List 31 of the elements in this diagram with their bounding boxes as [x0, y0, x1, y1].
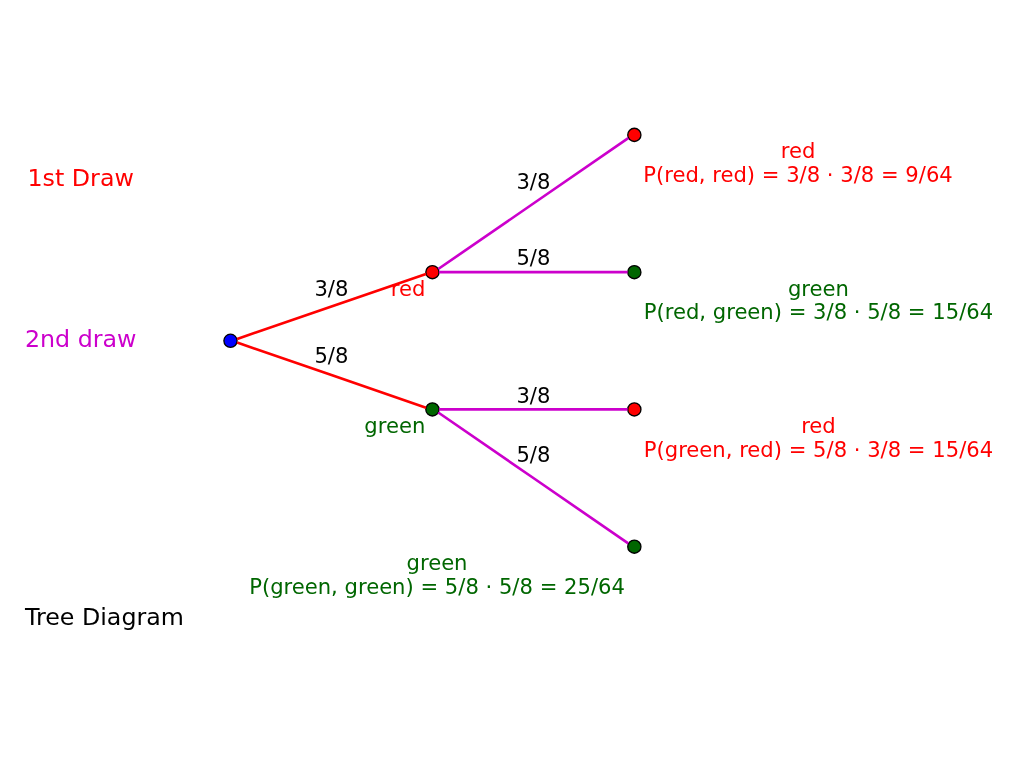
node-circle	[425, 401, 440, 417]
node-circle	[627, 538, 642, 554]
node-circle	[627, 401, 642, 417]
node-label: green	[787, 275, 849, 301]
node-label: P(green, green) = 5/8 · 5/8 = 25/64	[249, 573, 625, 599]
node-label: red	[390, 275, 426, 301]
node-label: red	[801, 412, 836, 438]
node-label: P(red, red) = 3/8 · 3/8 = 9/64	[643, 161, 953, 187]
edge-label: 3/8	[516, 168, 551, 194]
edge-label: 5/8	[314, 342, 349, 368]
node-circle	[223, 333, 238, 348]
legend-label: 2nd draw	[24, 324, 137, 353]
node-circle	[627, 127, 642, 142]
node-label: red	[780, 137, 816, 163]
node-label: P(green, red) = 5/8 · 3/8 = 15/64	[643, 436, 994, 462]
edge-label: 5/8	[516, 244, 551, 270]
node-circle	[425, 264, 440, 279]
edge-label: 5/8	[516, 441, 551, 467]
connector	[439, 270, 628, 273]
connector	[236, 340, 427, 409]
connector	[437, 136, 629, 270]
node-label: green	[406, 549, 468, 575]
legend-label: 1st Draw	[27, 163, 134, 192]
edge-label: 3/8	[516, 382, 551, 408]
node-label: green	[364, 412, 426, 438]
connector	[236, 272, 427, 340]
caption: Tree Diagram	[24, 602, 184, 631]
node-circle	[627, 264, 642, 279]
connector	[437, 410, 629, 544]
edge-label: 3/8	[314, 275, 349, 301]
connector	[439, 407, 628, 411]
